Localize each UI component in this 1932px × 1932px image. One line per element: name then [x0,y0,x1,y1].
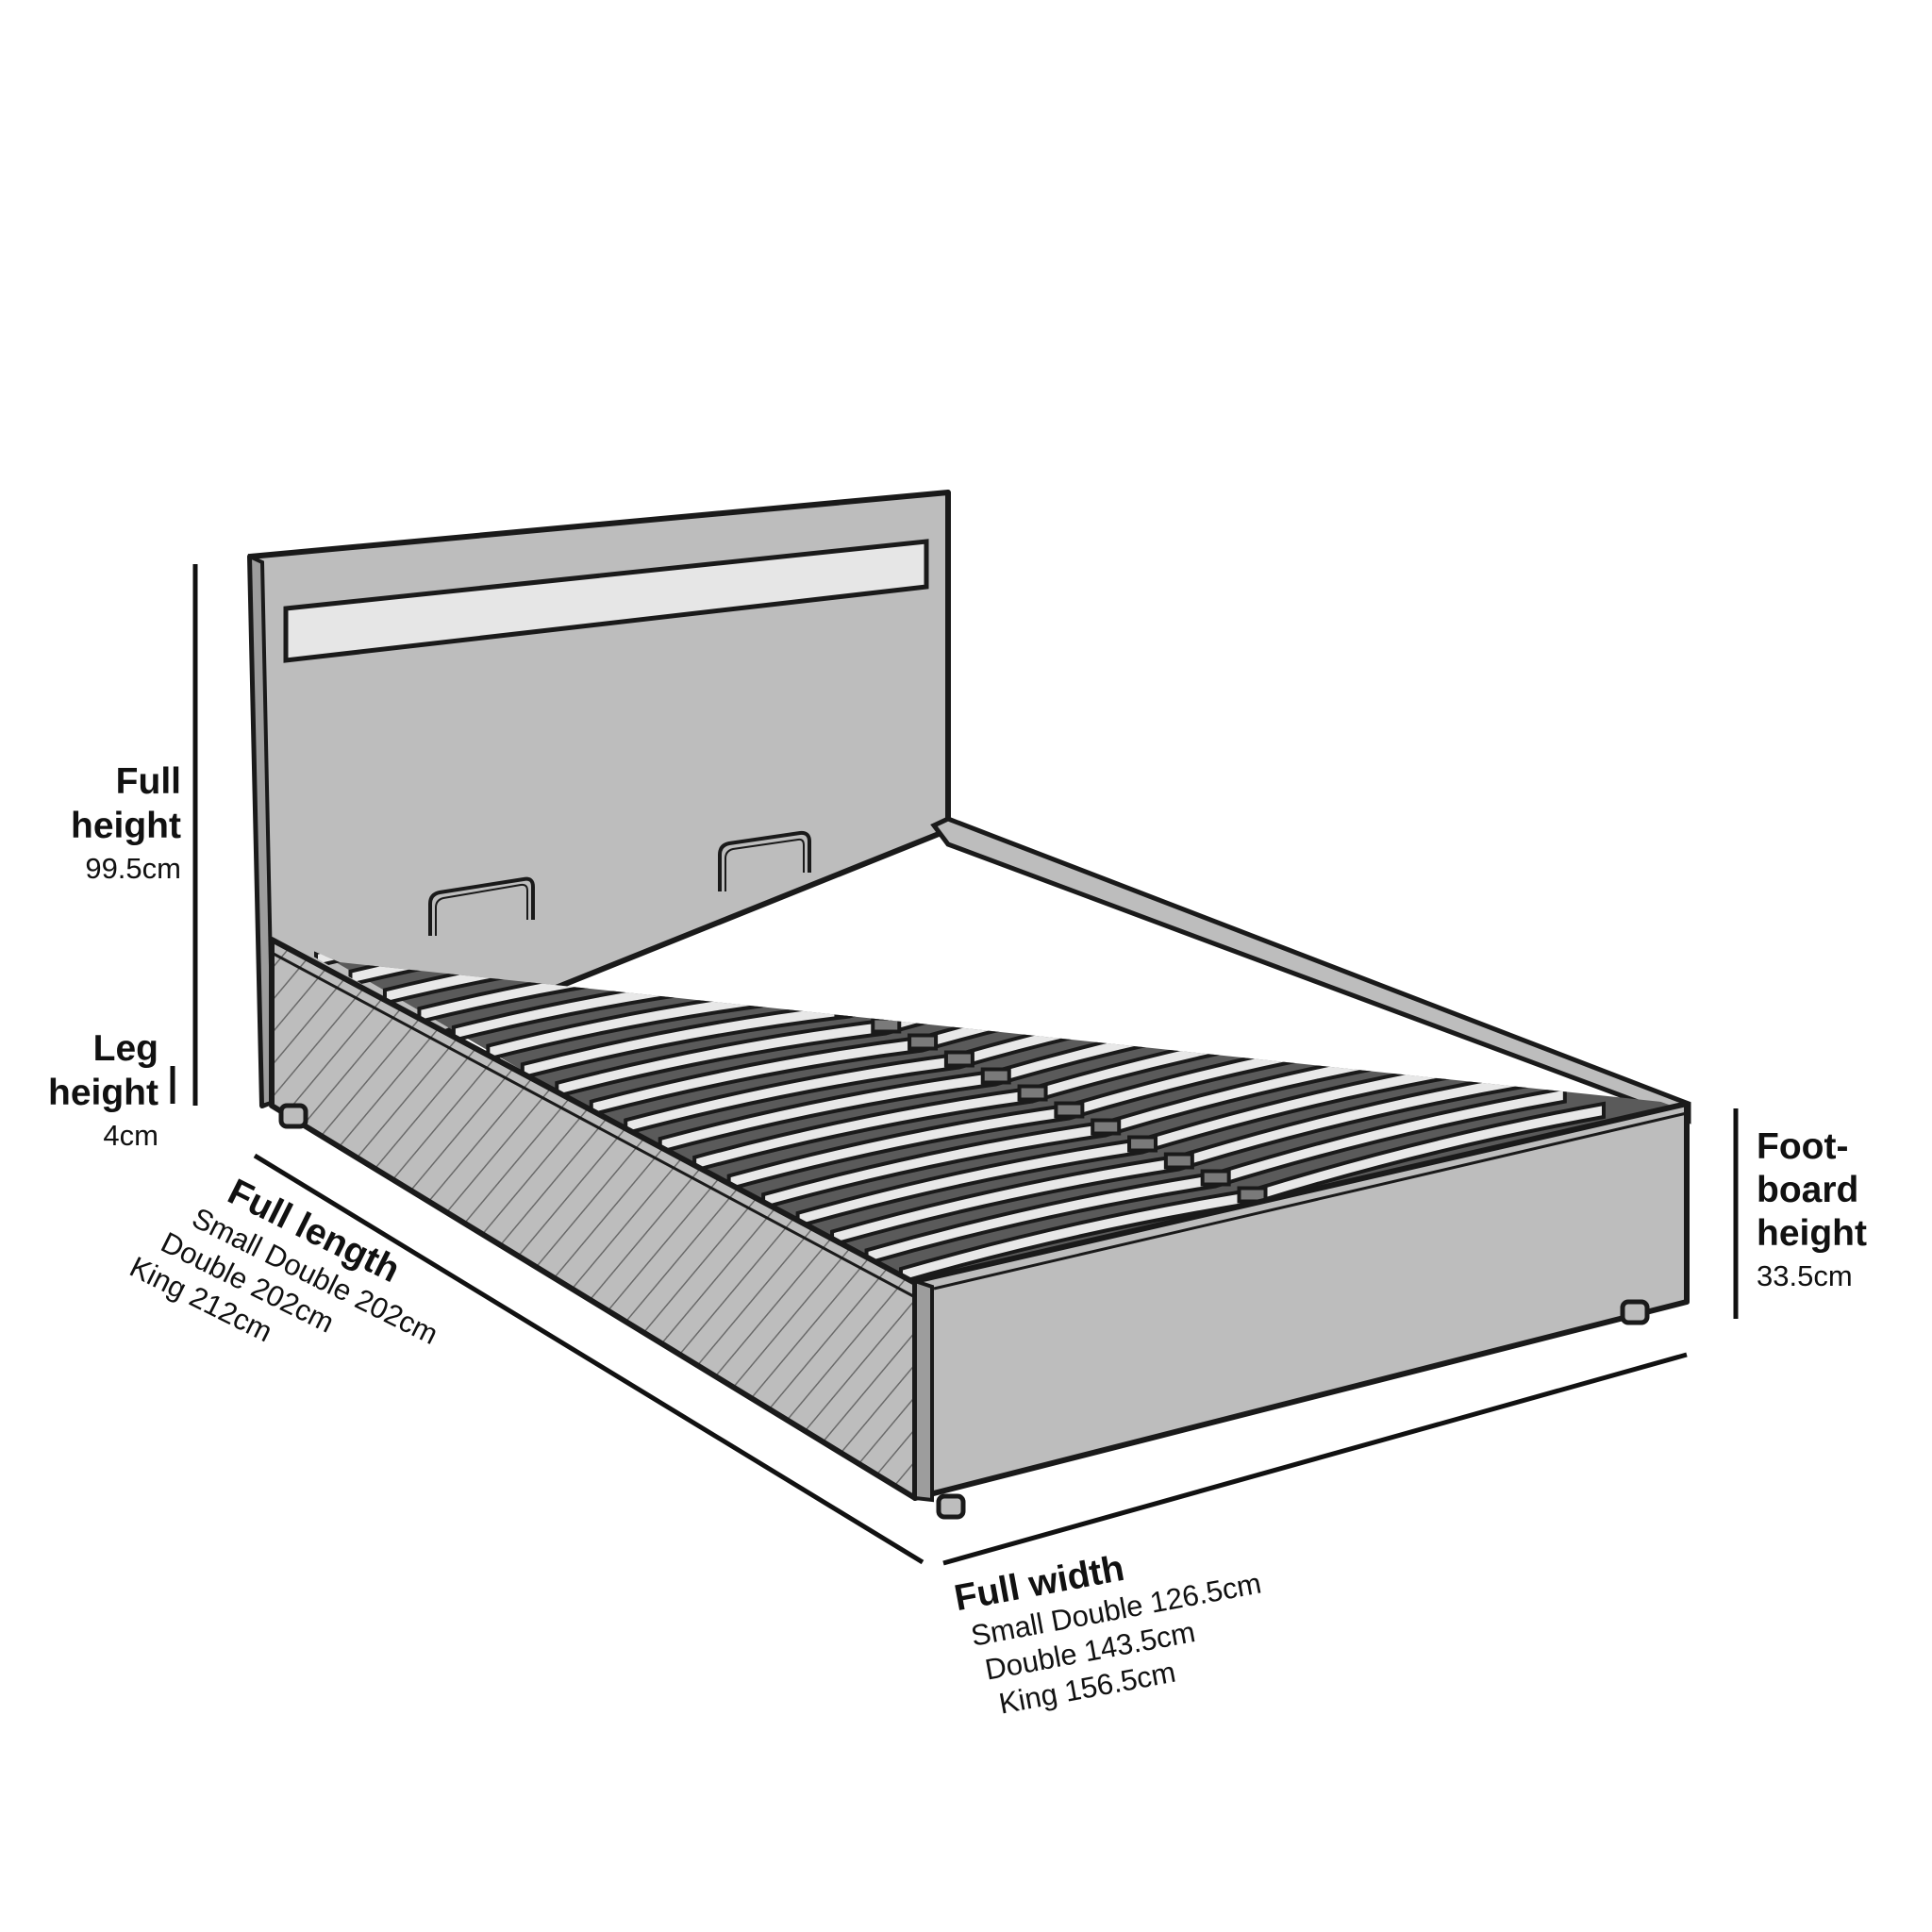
slat-connector [1127,1135,1158,1153]
footboard-height-title-line3: height [1757,1213,1867,1254]
leg-height-title-line2: height [48,1073,158,1113]
full-width-line [942,1352,1688,1566]
dimension-lines [170,564,1739,1566]
leg [1620,1299,1650,1325]
footboard-height-value: 33.5cm [1757,1259,1853,1292]
slat-connector [943,1050,974,1068]
slat-connector [797,982,828,1000]
lift-handles [428,830,811,936]
full-height-value: 99.5cm [85,852,181,885]
slat-connector [1200,1169,1231,1187]
slat-connector [871,1016,902,1034]
slat-connector [834,999,865,1017]
headboard [247,490,951,1108]
footboard-height-title-line1: Foot- [1757,1126,1849,1167]
slat-connector [1017,1084,1048,1102]
slat-connector [1054,1101,1085,1119]
headboard-light-strip [283,539,929,663]
slat-connector [688,934,719,949]
slat-connector [908,1033,939,1051]
slat-connector [724,948,755,966]
leg-height-title-line1: Leg [92,1028,158,1069]
slat-connector [1163,1152,1194,1170]
leg [936,1493,966,1520]
footboard [912,1101,1690,1503]
slat-connector [980,1067,1011,1085]
full-length-line [253,1153,924,1565]
leg [278,1103,308,1129]
footboard-height-title-line2: board [1757,1170,1859,1210]
full-height-title-line2: height [71,806,181,846]
bed-legs [278,1103,1650,1520]
slat-connector [760,965,791,983]
full-height-title-line1: Full [115,761,181,802]
leg-height-value: 4cm [103,1119,158,1152]
slat-connector [1091,1118,1122,1136]
